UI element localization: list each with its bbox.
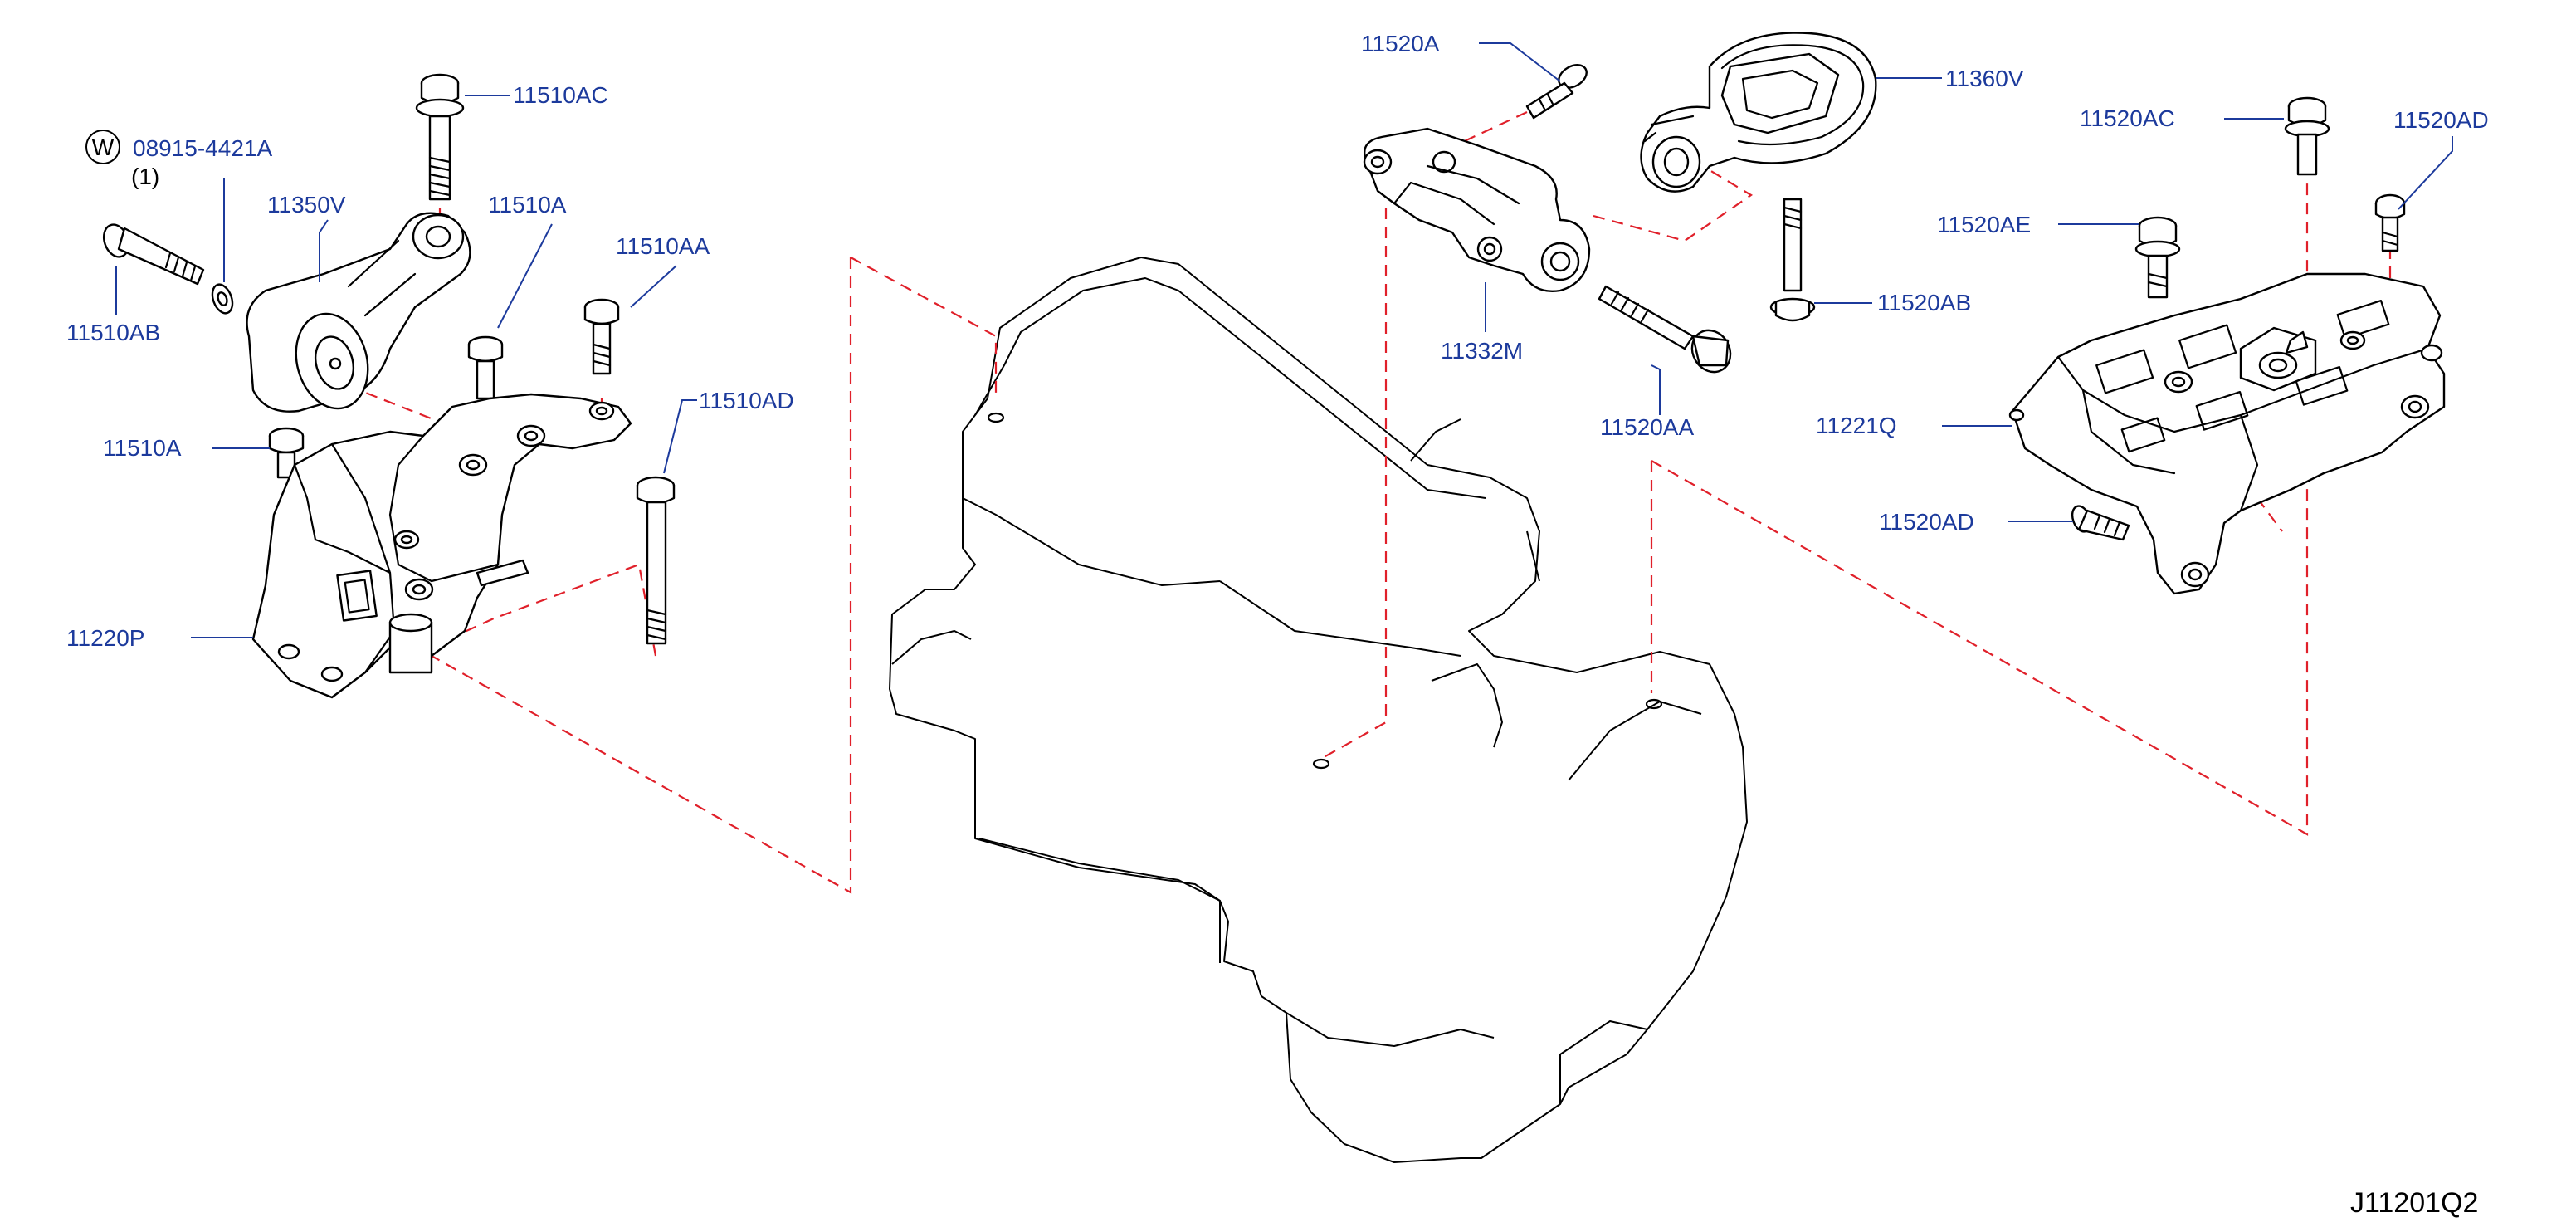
bolt-11510aa bbox=[583, 298, 620, 375]
bolt-11520ad-upper bbox=[2374, 193, 2406, 252]
bracket-11220p bbox=[251, 393, 632, 699]
quantity-note: (1) bbox=[131, 164, 159, 189]
engine-hole-marks bbox=[987, 412, 1663, 770]
bolt-11510ab bbox=[102, 223, 205, 286]
label-11520ad-lower: 11520AD bbox=[1879, 509, 1974, 535]
label-11332m: 11332M bbox=[1441, 338, 1523, 364]
label-11360v: 11360V bbox=[1945, 66, 2024, 91]
label-08915-4421a: 08915-4421A bbox=[133, 135, 272, 161]
label-11520ab: 11520AB bbox=[1877, 290, 1971, 315]
bolt-11520ab bbox=[1769, 198, 1816, 322]
bolt-11510a-upper bbox=[467, 335, 504, 400]
washer-08915-4421a bbox=[211, 283, 234, 315]
label-11520aa: 11520AA bbox=[1600, 414, 1694, 440]
label-11520ae: 11520AE bbox=[1937, 212, 2031, 237]
label-11520ad-upper: 11520AD bbox=[2393, 107, 2489, 133]
diagram-id: J11201Q2 bbox=[2350, 1187, 2478, 1219]
label-11510a-upper: 11510A bbox=[488, 192, 567, 218]
torque-rod-11360v bbox=[1640, 32, 1877, 193]
right-labels: 11520A 11360V 11520AC 11520AD 11520AE 11… bbox=[1361, 31, 2489, 535]
bolt-11510a-lower bbox=[268, 427, 305, 479]
label-11520a: 11520A bbox=[1361, 31, 1440, 56]
label-11350v: 11350V bbox=[267, 192, 346, 218]
washer-symbol-circle bbox=[85, 130, 120, 164]
phantom-alignment-lines bbox=[289, 111, 2392, 894]
bolt-11520aa bbox=[1598, 285, 1732, 374]
label-11510ad: 11510AD bbox=[699, 388, 794, 413]
label-11510ab: 11510AB bbox=[66, 320, 160, 345]
bolt-11520ac bbox=[2284, 96, 2330, 176]
label-11510a-lower: 11510A bbox=[103, 435, 182, 461]
left-labels: W 08915-4421A (1) 11510AC 11350V 11510A … bbox=[66, 82, 794, 651]
right-leader-lines bbox=[1479, 42, 2453, 522]
label-11510aa: 11510AA bbox=[616, 233, 710, 259]
mount-bracket-11221q bbox=[2008, 272, 2446, 595]
left-leader-lines bbox=[115, 95, 697, 638]
bolt-11510ad bbox=[636, 476, 676, 645]
bracket-11332m bbox=[1363, 127, 1591, 292]
mount-insulator-11350v bbox=[246, 212, 471, 413]
label-11510ac: 11510AC bbox=[513, 82, 608, 108]
bolt-11520a bbox=[1525, 64, 1588, 120]
label-11220p: 11220P bbox=[66, 625, 144, 651]
bolt-11520ad-lower bbox=[2071, 505, 2130, 541]
bolt-11510ac bbox=[415, 73, 465, 201]
engine-block-outline bbox=[889, 257, 1748, 1163]
label-11221q: 11221Q bbox=[1816, 413, 1897, 438]
label-11520ac: 11520AC bbox=[2080, 105, 2175, 131]
washer-symbol: W bbox=[92, 134, 115, 160]
bolt-11520ae bbox=[2134, 216, 2181, 299]
